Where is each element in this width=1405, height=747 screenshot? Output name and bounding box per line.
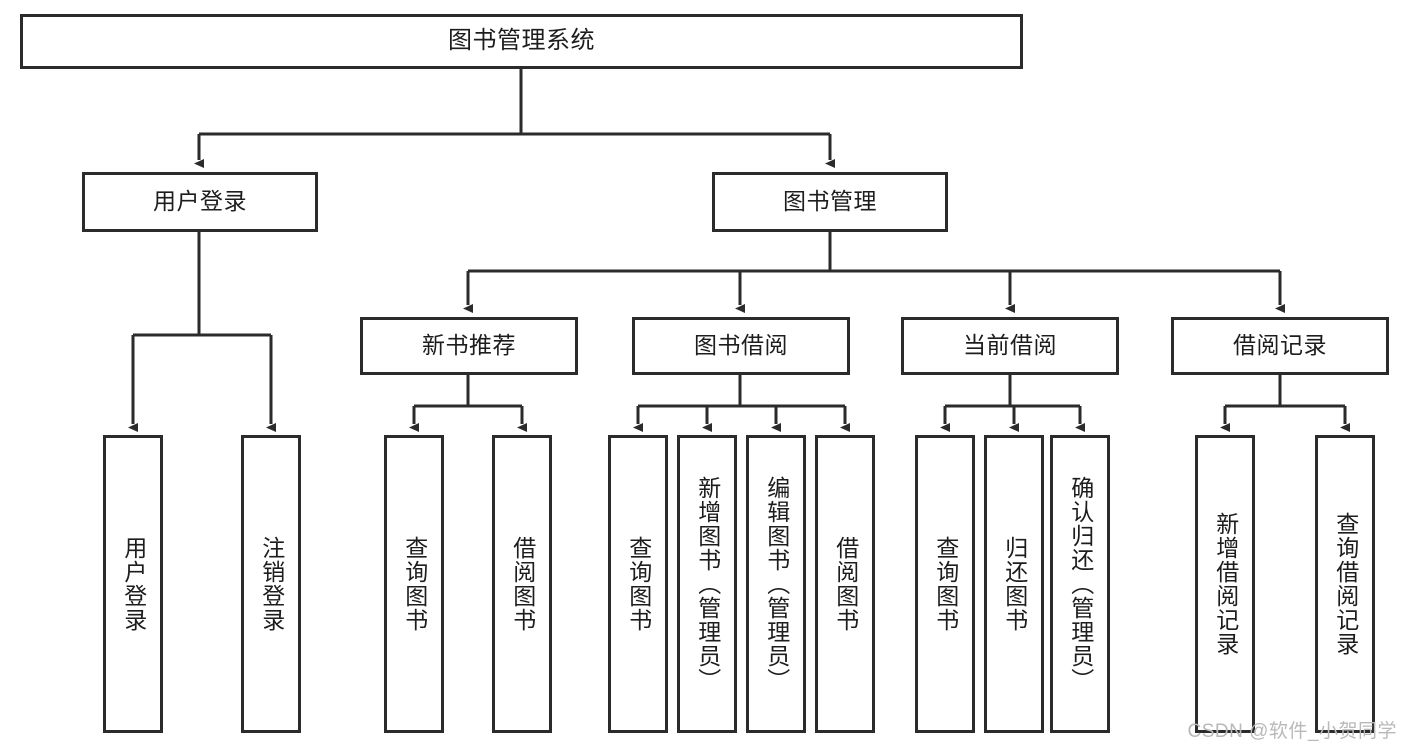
leaf-label: 查询图书 bbox=[401, 536, 428, 632]
leaf-label: 确认归还（管理员） bbox=[1067, 476, 1094, 692]
leaf-label: 用户登录 bbox=[120, 536, 147, 632]
leaf-borrow-add-book-admin[interactable]: 新增图书（管理员） bbox=[677, 435, 737, 733]
leaf-label: 新增借阅记录 bbox=[1212, 512, 1239, 656]
leaf-current-query-book[interactable]: 查询图书 bbox=[915, 435, 975, 733]
leaf-label: 借阅图书 bbox=[509, 536, 536, 632]
leaf-label: 查询图书 bbox=[932, 536, 959, 632]
leaf-borrow-query-book[interactable]: 查询图书 bbox=[608, 435, 668, 733]
leaf-user-login-logout[interactable]: 注销登录 bbox=[241, 435, 301, 733]
leaf-recommend-query-book[interactable]: 查询图书 bbox=[384, 435, 444, 733]
node-root-system[interactable]: 图书管理系统 bbox=[20, 14, 1023, 69]
node-book-borrow[interactable]: 图书借阅 bbox=[632, 317, 850, 375]
leaf-label: 查询借阅记录 bbox=[1332, 512, 1359, 656]
leaf-borrow-borrow-book[interactable]: 借阅图书 bbox=[815, 435, 875, 733]
node-current-borrow[interactable]: 当前借阅 bbox=[901, 317, 1119, 375]
leaf-label: 借阅图书 bbox=[832, 536, 859, 632]
node-new-book-recommend[interactable]: 新书推荐 bbox=[360, 317, 578, 375]
leaf-borrow-edit-book-admin[interactable]: 编辑图书（管理员） bbox=[746, 435, 806, 733]
leaf-label: 查询图书 bbox=[625, 536, 652, 632]
leaf-label: 注销登录 bbox=[258, 536, 285, 632]
node-user-login[interactable]: 用户登录 bbox=[82, 172, 318, 232]
leaf-label: 编辑图书（管理员） bbox=[763, 476, 790, 692]
node-borrow-record[interactable]: 借阅记录 bbox=[1171, 317, 1389, 375]
watermark-text: CSDN @软件_小贺同学 bbox=[1187, 721, 1397, 742]
leaf-recommend-borrow-book[interactable]: 借阅图书 bbox=[492, 435, 552, 733]
leaf-label: 新增图书（管理员） bbox=[694, 476, 721, 692]
leaf-record-add-record[interactable]: 新增借阅记录 bbox=[1195, 435, 1255, 733]
leaf-current-confirm-return-admin[interactable]: 确认归还（管理员） bbox=[1050, 435, 1110, 733]
leaf-label: 归还图书 bbox=[1001, 536, 1028, 632]
leaf-user-login-login[interactable]: 用户登录 bbox=[103, 435, 163, 733]
leaf-current-return-book[interactable]: 归还图书 bbox=[984, 435, 1044, 733]
node-book-management[interactable]: 图书管理 bbox=[712, 172, 948, 232]
leaf-record-query-record[interactable]: 查询借阅记录 bbox=[1315, 435, 1375, 733]
